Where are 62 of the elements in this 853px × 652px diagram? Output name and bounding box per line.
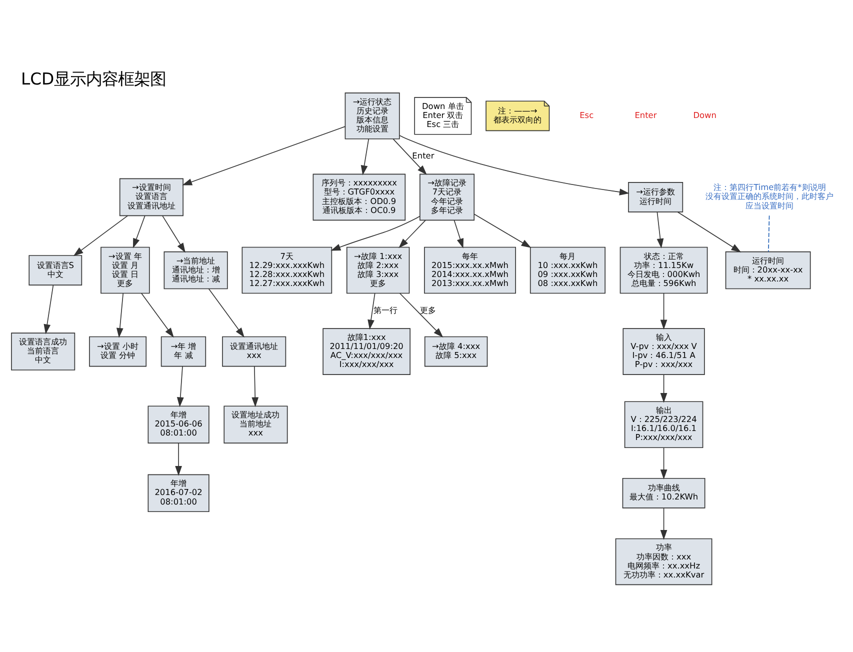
arrow	[162, 214, 186, 252]
arrow	[175, 442, 182, 476]
arrow	[141, 292, 174, 338]
node-box: →故障 1:xxx 故障 2:xxx 故障 3:xxx 更多	[346, 246, 410, 294]
arrow	[182, 126, 346, 185]
node-box: 输入 V-pv：xxx/xxx V I-pv：46.1/51 A P-pv：xxx/xxx	[622, 328, 705, 374]
node-box: 7天 12.29:xxx.xxxKwh 12.28:xxx.xxxKwh 12.27:xxx.xxxKwh	[242, 246, 332, 294]
arrow	[44, 284, 54, 334]
arrow	[176, 366, 184, 407]
arrow	[392, 138, 427, 174]
arrow	[660, 446, 668, 479]
node-box: 输出 V：225/223/224 I:16.1/16.0/16.1 P:xxx/xxx/xxx	[624, 400, 704, 448]
node-box: →运行状态 历史记录 版本信息 功能设置	[344, 92, 400, 139]
node-box: 年增 2016-07-02 08:01:00	[148, 474, 210, 512]
node-box: →故障 4:xxx 故障 5:xxx	[424, 336, 488, 366]
arrow	[132, 214, 146, 248]
node-box: 每月 10 :xxx.xxKwh 09 :xxx.xxKwh 08 :xxx.xxKwh	[530, 246, 606, 294]
arrow	[660, 292, 668, 330]
node-box: 设置语言成功 当前语言 中文	[11, 332, 76, 370]
node-box: 功率 功率因数：xxx 电网频率：xx.xxHz 无功功率：xx.xxKvar	[615, 538, 712, 585]
node-box: 运行时间 时间：20xx-xx-xx * xx.xx.xx	[725, 250, 811, 289]
arrow	[677, 211, 742, 252]
arrow	[116, 292, 124, 338]
node-box: →设置 小时 设置 分钟	[89, 336, 147, 366]
arrow	[399, 292, 444, 338]
edge-label: 第一行	[373, 304, 398, 314]
arrow	[660, 507, 668, 540]
node-box: 每年 2015:xxx.xx.xMwh 2014:xxx.xx.xMwh 2013:xxx.xx.xMwh	[424, 246, 516, 294]
label: Enter	[634, 109, 657, 120]
node-box: 功率曲线 最大值：10.2KWh	[622, 477, 706, 508]
label: Esc	[580, 109, 594, 120]
arrow	[360, 138, 370, 175]
arrow	[73, 214, 128, 256]
connector	[768, 214, 770, 252]
arrow	[474, 213, 532, 248]
node-box: →设置 年 设置 月 设置 日 更多	[100, 246, 150, 294]
node-box: →设置时间 设置语言 设置通讯地址	[119, 178, 184, 216]
node-box: 设置语言S 中文	[28, 254, 82, 285]
arrow	[368, 292, 376, 330]
arrow	[399, 134, 630, 195]
arrow	[330, 215, 420, 250]
node-box: 故障1:xxx 2011/11/01/09:20 AC_V:xxx/xxx/xxx I:xxx/xxx/xxx	[322, 328, 410, 374]
node-box: →故障记录 7天记录 今年记录 多年记录	[420, 173, 475, 220]
arrow	[454, 219, 464, 248]
node-box: 年增 2015-06-06 08:01:00	[148, 405, 210, 443]
node-box: 序列号：xxxxxxxxx 型号：GTGF0xxxx 主控板版本：OD0.9 通讯板版本：OC0.9	[312, 173, 406, 220]
node-box: →运行参数 运行时间	[628, 182, 684, 212]
node-box: 状态：正常 功率：11.15Kw 今日发电：000Kwh 总电量：596Kwh	[620, 246, 708, 294]
node-box: 设置地址成功 当前地址 xxx	[224, 405, 288, 443]
node-box: →当前地址 通讯地址：增 通讯地址：减	[164, 250, 228, 289]
node-text: 注：第四行Time前若有*则说明没有设置正确的系统时间，此时客户应当设置时间	[706, 182, 834, 210]
node-box: →年 增 年 减	[160, 336, 206, 366]
arrow	[656, 211, 664, 248]
node-box: 设置通讯地址 xxx	[222, 336, 286, 366]
edge-label: 更多	[420, 304, 436, 314]
arrow	[660, 374, 668, 402]
arrow	[252, 366, 259, 407]
arrow	[208, 288, 244, 338]
diagram-title: LCD显示内容框架图	[20, 69, 166, 88]
label: Down	[693, 109, 716, 120]
edge-label: Enter	[412, 150, 434, 160]
arrow	[398, 219, 426, 248]
